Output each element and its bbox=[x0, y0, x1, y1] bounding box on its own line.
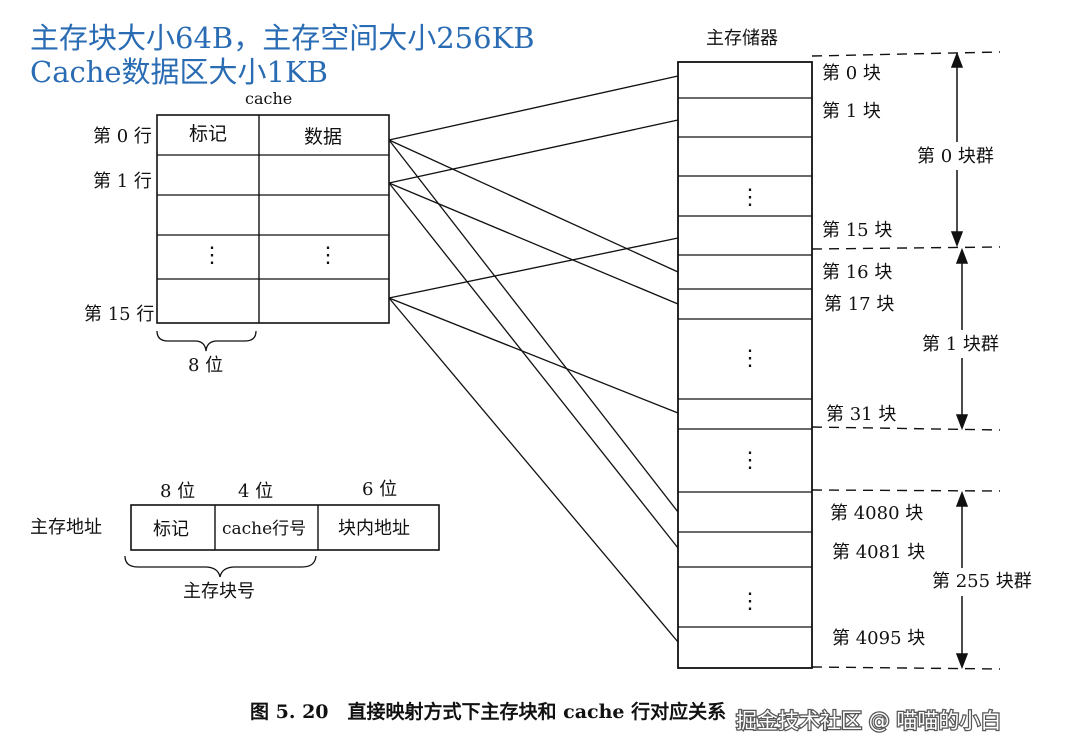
arrowhead-up bbox=[955, 247, 969, 264]
group-label-bg bbox=[920, 330, 1006, 358]
mapping-line bbox=[388, 237, 679, 299]
cache-title: cache bbox=[245, 89, 292, 108]
block-number-label: 主存块号 bbox=[183, 581, 255, 602]
arrowhead-up bbox=[955, 490, 969, 507]
credit-watermark: 掘金技术社区 @ 喵喵的小白 bbox=[736, 709, 1001, 733]
block-label-31: 第 31 块 bbox=[826, 404, 896, 425]
bits-offset: 6 位 bbox=[362, 479, 397, 500]
block-label-15: 第 15 块 bbox=[822, 220, 892, 241]
block-label-4081: 第 4081 块 bbox=[832, 542, 925, 563]
block-label-4080: 第 4080 块 bbox=[830, 503, 923, 524]
figure-caption: 图 5. 20 直接映射方式下主存块和 cache 行对应关系 bbox=[250, 700, 726, 723]
block-label-0: 第 0 块 bbox=[822, 63, 881, 84]
address-format: 主存地址 8 位 4 位 6 位 标记 cache行号 块内地址 主存块号 bbox=[30, 479, 440, 602]
bits-line: 4 位 bbox=[238, 481, 273, 502]
header-line-1: 主存块大小64B，主存空间大小256KB bbox=[30, 21, 535, 55]
group-label-255: 第 255 块群 bbox=[932, 571, 1032, 592]
cache-col-tag: 标记 bbox=[189, 123, 227, 145]
cache-width-brace bbox=[156, 330, 257, 352]
memory-ellipsis: ⋮ bbox=[739, 185, 761, 210]
address-label: 主存地址 bbox=[30, 517, 102, 538]
block-label-16: 第 16 块 bbox=[822, 262, 892, 283]
cache-row-label-1: 第 1 行 bbox=[93, 171, 152, 192]
mapping-line bbox=[388, 297, 679, 414]
mapping-lines bbox=[388, 75, 679, 643]
cache-row-label-0: 第 0 行 bbox=[93, 126, 152, 147]
cache-width-label: 8 位 bbox=[188, 355, 223, 376]
mapping-line bbox=[388, 119, 679, 184]
memory-ellipsis: ⋮ bbox=[739, 448, 761, 473]
cache-ellipsis-data: ⋮ bbox=[317, 243, 339, 268]
group-label-bg bbox=[930, 568, 1040, 596]
mapping-line bbox=[388, 182, 679, 305]
arrowhead-down bbox=[955, 414, 969, 431]
block-label-4095: 第 4095 块 bbox=[832, 628, 925, 649]
mapping-line bbox=[388, 139, 679, 513]
block-label-1: 第 1 块 bbox=[822, 101, 881, 122]
cache-frame bbox=[156, 114, 390, 324]
cache-col-data: 数据 bbox=[304, 126, 342, 148]
cache-ellipsis-tag: ⋮ bbox=[201, 243, 223, 268]
field-line-number: cache行号 bbox=[222, 519, 306, 539]
group-label-bg bbox=[915, 142, 1001, 170]
group-label-0: 第 0 块群 bbox=[917, 146, 994, 167]
arrowhead-down bbox=[950, 231, 964, 248]
mapping-line bbox=[388, 297, 679, 643]
mapping-line bbox=[388, 139, 679, 273]
bits-tag: 8 位 bbox=[160, 481, 195, 502]
header-line-2: Cache数据区大小1KB bbox=[30, 55, 328, 89]
memory-ellipsis: ⋮ bbox=[739, 346, 761, 371]
main-memory-frame bbox=[677, 61, 813, 669]
arrowhead-up bbox=[950, 51, 964, 68]
cache-table: cache 标记 数据 ⋮ ⋮ 第 0 行 第 1 行 第 15 行 8 位 bbox=[84, 89, 390, 376]
group-boundary bbox=[811, 51, 1001, 57]
memory-ellipsis: ⋮ bbox=[739, 589, 761, 614]
group-label-1: 第 1 块群 bbox=[922, 334, 999, 355]
group-boundary bbox=[811, 489, 1001, 492]
block-number-brace bbox=[124, 555, 317, 578]
group-boundary bbox=[811, 426, 1001, 431]
field-block-offset: 块内地址 bbox=[338, 518, 410, 539]
arrowhead-down bbox=[955, 653, 969, 670]
main-memory: 主存储器 ⋮ ⋮ ⋮ ⋮ 第 0 块 第 1 块 第 15 块 第 16 块 第… bbox=[677, 28, 1040, 670]
field-tag: 标记 bbox=[153, 519, 189, 540]
mapping-line bbox=[388, 182, 679, 549]
main-memory-title: 主存储器 bbox=[706, 28, 778, 49]
mapping-line bbox=[388, 75, 679, 141]
group-boundary bbox=[811, 666, 1001, 670]
address-frame bbox=[130, 504, 440, 551]
group-boundary bbox=[811, 246, 1001, 250]
cache-row-label-15: 第 15 行 bbox=[84, 304, 154, 325]
block-label-17: 第 17 块 bbox=[824, 294, 894, 315]
